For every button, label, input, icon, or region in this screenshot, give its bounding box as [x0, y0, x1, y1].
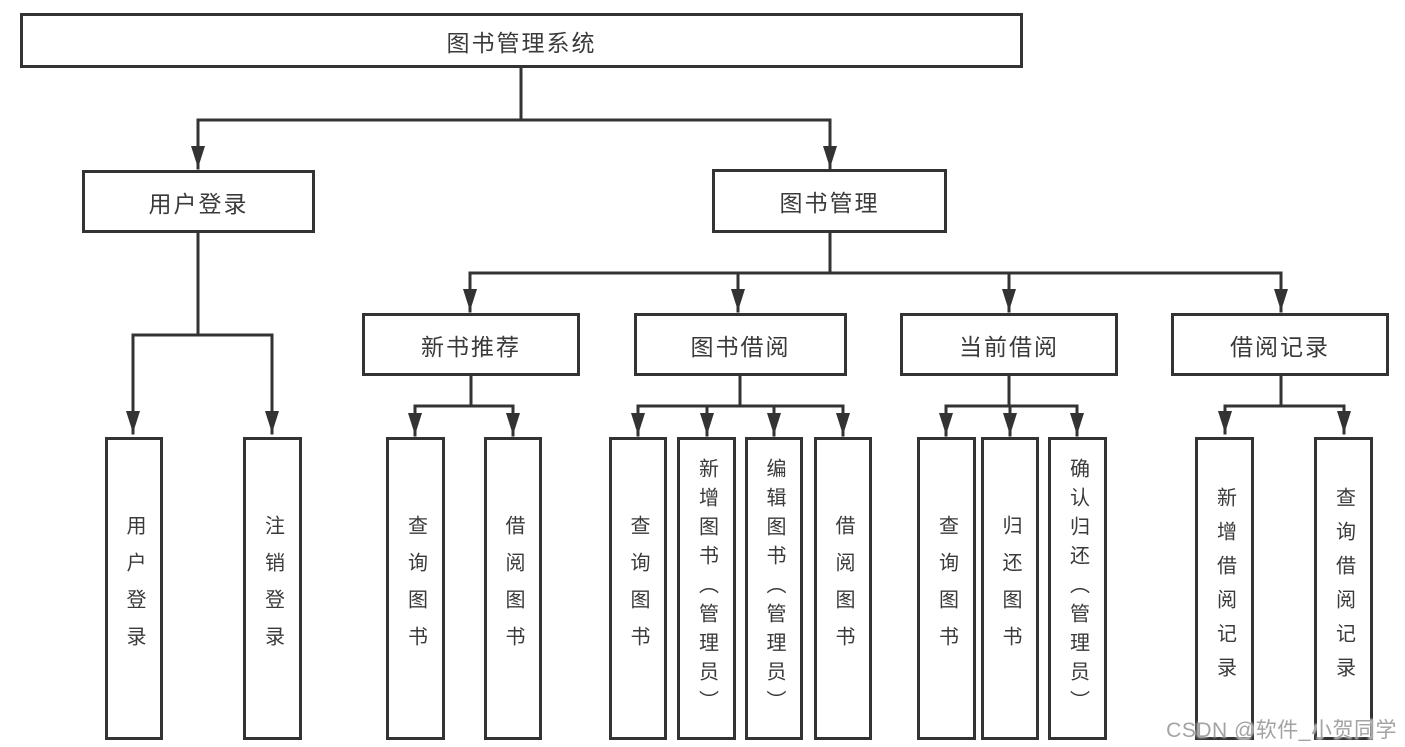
leaf-current-return-books: 归还图书 — [981, 437, 1039, 740]
node-book-management-label: 图书管理 — [779, 190, 880, 216]
leaf-newbook-query-books: 查询图书 — [386, 437, 445, 740]
node-new-book-recommend-label: 新书推荐 — [421, 333, 521, 360]
leaf-records-add-record-label: 新增借阅记录 — [1213, 486, 1236, 691]
node-current-borrowing: 当前借阅 — [900, 313, 1118, 376]
node-user-login: 用户登录 — [82, 170, 315, 233]
leaf-borrowing-borrow-books: 借阅图书 — [814, 437, 872, 740]
leaf-records-query-record: 查询借阅记录 — [1314, 437, 1373, 740]
leaf-user-login: 用户登录 — [105, 437, 163, 740]
csdn-watermark: CSDN @软件_小贺同学 — [1166, 719, 1397, 742]
leaf-records-query-record-label: 查询借阅记录 — [1332, 486, 1355, 691]
node-current-borrowing-label: 当前借阅 — [959, 333, 1059, 360]
leaf-borrowing-edit-books-admin-label: 编辑图书（管理员） — [763, 458, 785, 719]
leaf-logout-label: 注销登录 — [261, 514, 284, 663]
leaf-borrowing-add-books-admin-label: 新增图书（管理员） — [695, 458, 718, 719]
node-borrowing-records: 借阅记录 — [1171, 313, 1389, 376]
leaf-logout: 注销登录 — [243, 437, 302, 740]
node-system-root: 图书管理系统 — [20, 13, 1023, 68]
node-book-borrowing: 图书借阅 — [634, 313, 847, 376]
leaf-user-login-label: 用户登录 — [123, 514, 145, 663]
node-borrowing-records-label: 借阅记录 — [1230, 333, 1330, 360]
leaf-borrowing-query-books: 查询图书 — [609, 437, 667, 740]
leaf-current-confirm-return-admin-label: 确认归还（管理员） — [1066, 458, 1089, 719]
leaf-borrowing-borrow-books-label: 借阅图书 — [832, 514, 854, 663]
leaf-current-confirm-return-admin: 确认归还（管理员） — [1048, 437, 1107, 740]
node-book-management: 图书管理 — [712, 169, 947, 233]
leaf-newbook-borrow-books: 借阅图书 — [484, 437, 542, 740]
leaf-newbook-borrow-books-label: 借阅图书 — [502, 514, 524, 663]
leaf-records-add-record: 新增借阅记录 — [1195, 437, 1254, 740]
leaf-borrowing-query-books-label: 查询图书 — [627, 514, 649, 663]
leaf-newbook-query-books-label: 查询图书 — [404, 514, 427, 663]
leaf-borrowing-add-books-admin: 新增图书（管理员） — [677, 437, 736, 740]
leaf-borrowing-edit-books-admin: 编辑图书（管理员） — [745, 437, 803, 740]
node-new-book-recommend: 新书推荐 — [362, 313, 580, 376]
leaf-current-return-books-label: 归还图书 — [999, 514, 1021, 663]
leaf-current-query-books: 查询图书 — [917, 437, 976, 740]
node-book-borrowing-label: 图书借阅 — [690, 333, 791, 360]
node-system-root-label: 图书管理系统 — [446, 29, 597, 56]
leaf-current-query-books-label: 查询图书 — [935, 514, 958, 663]
node-user-login-label: 用户登录 — [148, 190, 249, 217]
